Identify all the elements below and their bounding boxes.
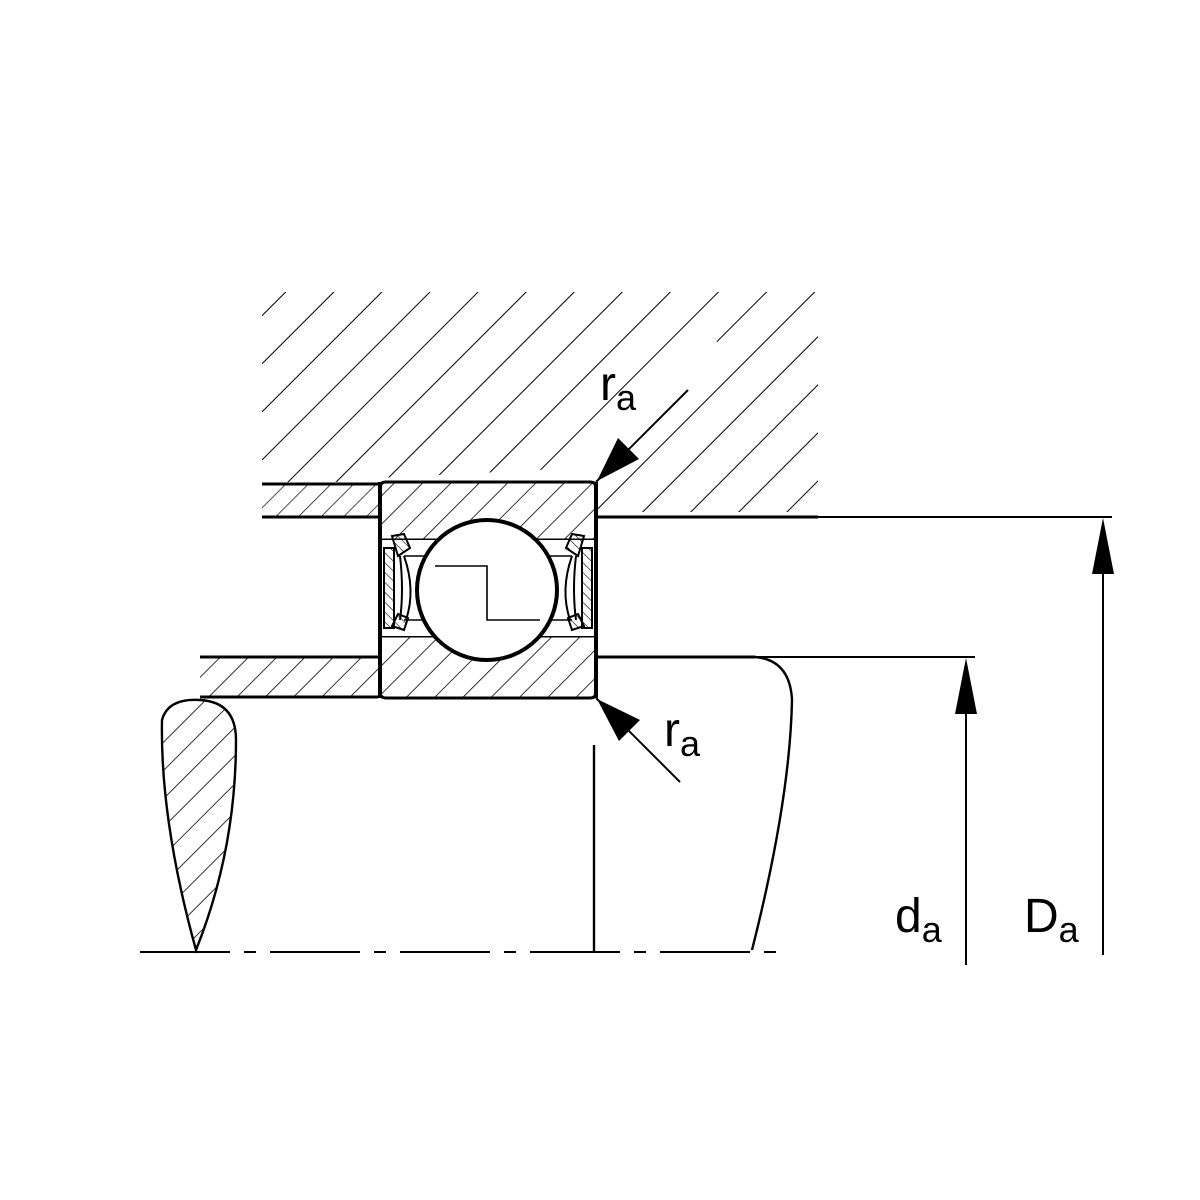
da-label: da bbox=[895, 890, 943, 950]
ra-label-top: ra bbox=[600, 358, 637, 418]
ra-leader-bottom bbox=[595, 697, 681, 783]
Da-label-sub: a bbox=[1059, 909, 1080, 950]
bearing-ball bbox=[415, 518, 559, 662]
ra-label-top-main: r bbox=[600, 358, 616, 411]
Da-dimension bbox=[1092, 518, 1114, 955]
housing-shoulder bbox=[262, 482, 378, 516]
da-label-sub: a bbox=[922, 909, 943, 950]
ra-label-bottom: ra bbox=[664, 704, 701, 764]
housing bbox=[262, 292, 818, 512]
da-label-main: d bbox=[895, 890, 922, 943]
Da-label-main: D bbox=[1024, 890, 1059, 943]
Da-label: Da bbox=[1024, 890, 1080, 950]
ra-label-bottom-main: r bbox=[664, 704, 680, 757]
ra-label-bottom-sub: a bbox=[680, 723, 701, 764]
ra-label-top-sub: a bbox=[616, 377, 637, 418]
shaft-section bbox=[160, 698, 238, 954]
shaft-contour-right bbox=[750, 655, 794, 951]
shaft-shoulder bbox=[200, 655, 755, 699]
ra-leader-top bbox=[595, 389, 689, 483]
da-dimension bbox=[955, 658, 977, 965]
